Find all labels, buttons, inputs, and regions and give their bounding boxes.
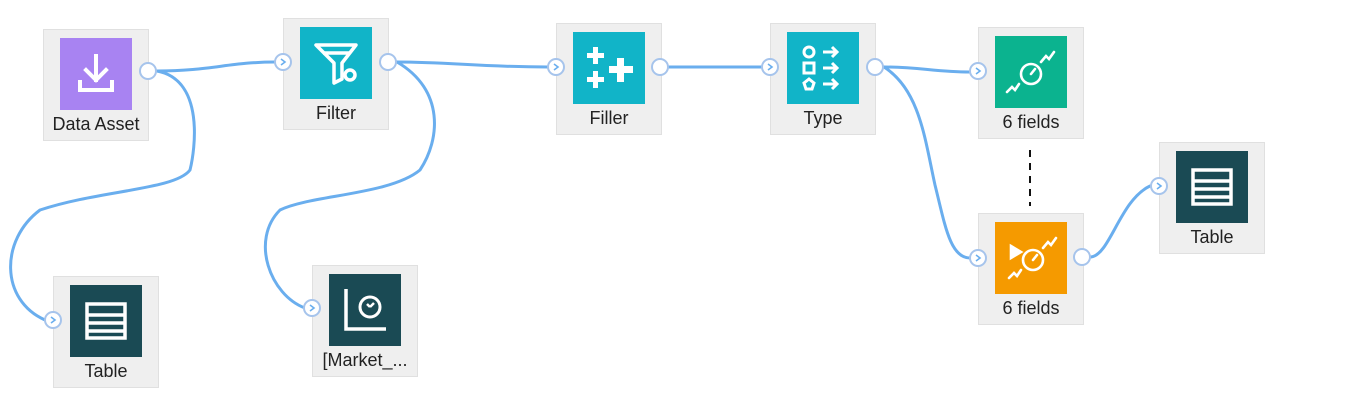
link-type-model bbox=[882, 65, 972, 74]
download-icon bbox=[78, 54, 114, 92]
filter-output-port[interactable] bbox=[379, 53, 397, 71]
type-input-port[interactable] bbox=[761, 58, 779, 76]
node-table-right[interactable]: Table bbox=[1159, 142, 1265, 254]
model-tile bbox=[995, 36, 1067, 108]
node-table-left[interactable]: Table bbox=[53, 276, 159, 388]
node-type[interactable]: Type bbox=[770, 23, 876, 135]
node-label: Table bbox=[1190, 227, 1234, 247]
table-icon bbox=[85, 302, 127, 340]
model-input-port[interactable] bbox=[969, 62, 987, 80]
node-data-asset[interactable]: Data Asset bbox=[43, 29, 149, 141]
table-tile bbox=[70, 285, 142, 357]
node-label: Type bbox=[803, 108, 843, 128]
type-shapes-icon bbox=[802, 45, 840, 91]
table-left-input-port[interactable] bbox=[44, 311, 62, 329]
node-label: Filler bbox=[589, 108, 629, 128]
filler-tile bbox=[573, 32, 645, 104]
filler-output-port[interactable] bbox=[651, 58, 669, 76]
node-label: [Market_... bbox=[322, 350, 408, 370]
filler-input-port[interactable] bbox=[547, 58, 565, 76]
link-data-asset-filter bbox=[155, 60, 277, 73]
link-type-nugget bbox=[882, 65, 972, 260]
chart-input-port[interactable] bbox=[303, 299, 321, 317]
node-model-fields[interactable]: 6 fields bbox=[978, 27, 1084, 139]
table-icon bbox=[1191, 168, 1233, 206]
table-tile bbox=[1176, 151, 1248, 223]
link-nugget-table bbox=[1089, 184, 1152, 259]
type-output-port[interactable] bbox=[866, 58, 884, 76]
filler-plus-icon bbox=[587, 47, 633, 88]
data-asset-tile bbox=[60, 38, 132, 110]
nugget-input-port[interactable] bbox=[969, 249, 987, 267]
chart-icon bbox=[344, 289, 386, 331]
type-tile bbox=[787, 32, 859, 104]
node-label: Data Asset bbox=[52, 114, 140, 134]
model-nugget-icon bbox=[1007, 236, 1058, 280]
link-filter-filler bbox=[395, 60, 550, 69]
nugget-output-port[interactable] bbox=[1073, 248, 1091, 266]
filter-tile bbox=[300, 27, 372, 99]
node-market-chart[interactable]: [Market_... bbox=[312, 265, 418, 377]
nugget-tile bbox=[995, 222, 1067, 294]
node-filler[interactable]: Filler bbox=[556, 23, 662, 135]
node-label: Table bbox=[84, 361, 128, 381]
node-filter[interactable]: Filter bbox=[283, 18, 389, 130]
model-icon bbox=[1005, 50, 1056, 94]
table-right-input-port[interactable] bbox=[1150, 177, 1168, 195]
node-model-nugget[interactable]: 6 fields bbox=[978, 213, 1084, 325]
filter-icon bbox=[314, 43, 358, 85]
node-label: Filter bbox=[316, 103, 356, 123]
node-label: 6 fields bbox=[1002, 112, 1060, 132]
data-asset-output-port[interactable] bbox=[139, 62, 157, 80]
chart-tile bbox=[329, 274, 401, 346]
filter-input-port[interactable] bbox=[274, 53, 292, 71]
node-label: 6 fields bbox=[1002, 298, 1060, 318]
